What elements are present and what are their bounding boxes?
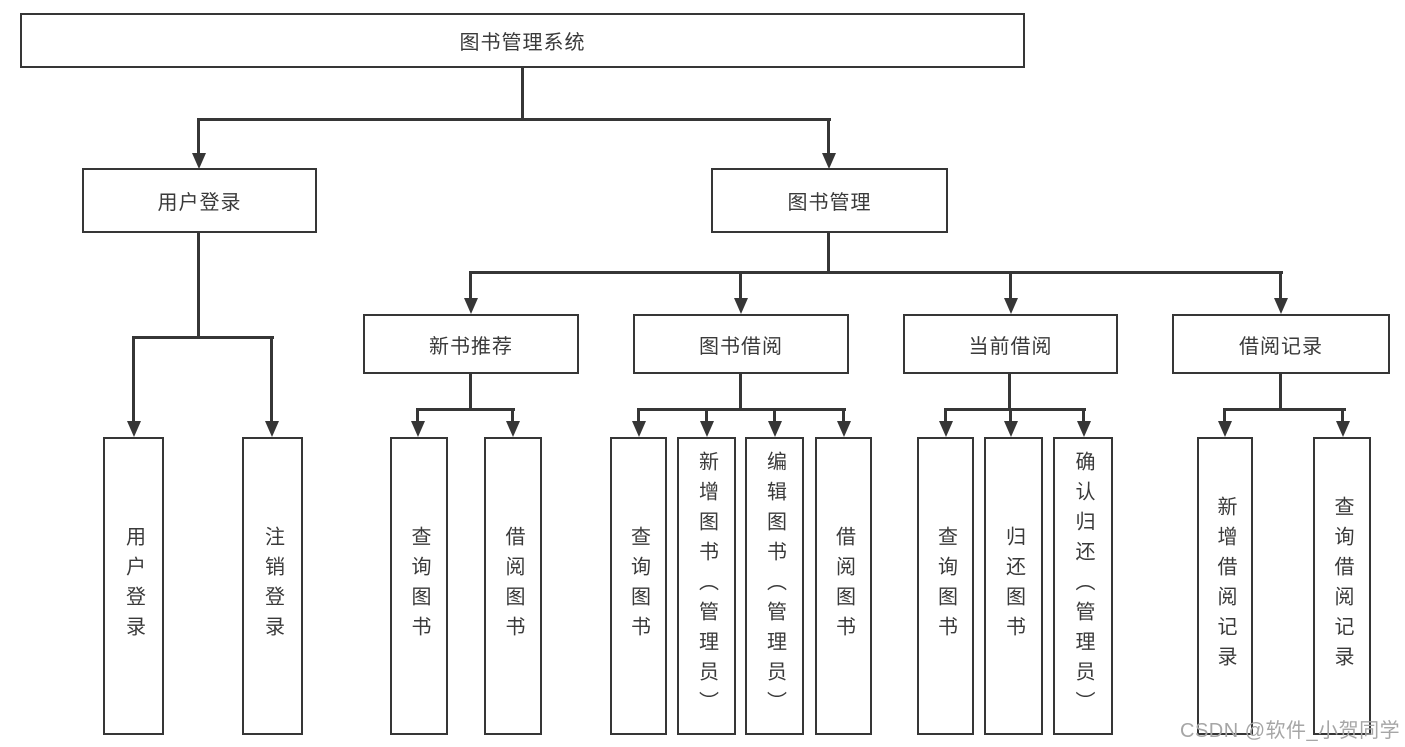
node-label: 用户登录 bbox=[157, 192, 242, 214]
connector-rail bbox=[637, 408, 846, 411]
arrowhead-down bbox=[822, 153, 836, 169]
arrowhead-down bbox=[768, 421, 782, 437]
node-user-login: 用户登录 bbox=[82, 168, 317, 233]
connector-drop bbox=[705, 408, 708, 421]
connector-stem bbox=[1279, 374, 1282, 408]
arrowhead-down bbox=[1274, 298, 1288, 314]
node-borrowing-records: 借阅记录 bbox=[1172, 314, 1390, 374]
arrowhead-down bbox=[506, 421, 520, 437]
node-label: 借阅记录 bbox=[1239, 335, 1323, 358]
node-library-management-system: 图书管理系统 bbox=[20, 13, 1025, 68]
node-current-borrowing: 当前借阅 bbox=[903, 314, 1118, 374]
connector-drop bbox=[197, 118, 200, 156]
connector-drop bbox=[842, 408, 845, 421]
connector-stem bbox=[739, 374, 742, 408]
connector-drop bbox=[1082, 408, 1085, 421]
arrowhead-down bbox=[700, 421, 714, 437]
arrowhead-down bbox=[939, 421, 953, 437]
arrowhead-down bbox=[734, 298, 748, 314]
connector-rail bbox=[1223, 408, 1346, 411]
node-book-borrowing: 图书借阅 bbox=[633, 314, 849, 374]
connector-drop bbox=[1223, 408, 1226, 421]
arrowhead-down bbox=[1004, 421, 1018, 437]
leaf-borrow-books: 借阅图书 bbox=[484, 437, 542, 735]
connector-rail bbox=[132, 336, 274, 339]
leaf-user-login: 用户登录 bbox=[103, 437, 164, 735]
connector-stem bbox=[1008, 374, 1011, 408]
arrowhead-down bbox=[464, 298, 478, 314]
connector-root-stem bbox=[521, 68, 524, 118]
arrowhead-down bbox=[265, 421, 279, 437]
connector-rail bbox=[416, 408, 515, 411]
connector-stem bbox=[469, 374, 472, 408]
arrowhead-down bbox=[1004, 298, 1018, 314]
node-label: 新书推荐 bbox=[429, 335, 513, 358]
leaf-query-books: 查询图书 bbox=[610, 437, 667, 735]
leaf-label: 确认归还（管理员） bbox=[1072, 451, 1094, 721]
leaf-label: 查询借阅记录 bbox=[1331, 496, 1353, 676]
leaf-label: 注销登录 bbox=[261, 526, 284, 646]
leaf-logout: 注销登录 bbox=[242, 437, 303, 735]
leaf-borrow-books: 借阅图书 bbox=[815, 437, 872, 735]
leaf-query-books: 查询图书 bbox=[917, 437, 974, 735]
csdn-watermark: CSDN @软件_小贺同学 bbox=[1180, 720, 1401, 742]
connector-drop bbox=[944, 408, 947, 421]
leaf-label: 归还图书 bbox=[1002, 526, 1025, 646]
connector-drop bbox=[827, 118, 830, 156]
connector-drop bbox=[270, 336, 273, 421]
arrowhead-down bbox=[411, 421, 425, 437]
leaf-return-books: 归还图书 bbox=[984, 437, 1043, 735]
leaf-label: 借阅图书 bbox=[832, 526, 855, 646]
node-label: 图书借阅 bbox=[699, 335, 783, 358]
connector-drop bbox=[1009, 271, 1012, 298]
leaf-edit-books-admin: 编辑图书（管理员） bbox=[745, 437, 804, 735]
leaf-confirm-return-admin: 确认归还（管理员） bbox=[1053, 437, 1113, 735]
node-label: 图书管理 bbox=[787, 192, 872, 214]
leaf-query-borrow-record: 查询借阅记录 bbox=[1313, 437, 1371, 735]
arrowhead-down bbox=[1336, 421, 1350, 437]
connector-drop bbox=[469, 271, 472, 298]
leaf-label: 查询图书 bbox=[627, 526, 650, 646]
leaf-add-books-admin: 新增图书（管理员） bbox=[677, 437, 736, 735]
leaf-label: 编辑图书（管理员） bbox=[763, 451, 786, 721]
leaf-label: 借阅图书 bbox=[502, 526, 524, 646]
arrowhead-down bbox=[127, 421, 141, 437]
leaf-query-books: 查询图书 bbox=[390, 437, 448, 735]
connector-drop bbox=[773, 408, 776, 421]
connector-drop bbox=[1279, 271, 1282, 298]
leaf-label: 新增借阅记录 bbox=[1214, 496, 1236, 676]
connector-stem bbox=[827, 233, 830, 271]
arrowhead-down bbox=[1077, 421, 1091, 437]
leaf-add-borrow-record: 新增借阅记录 bbox=[1197, 437, 1253, 735]
connector-rail bbox=[944, 408, 1086, 411]
connector-root-rail bbox=[197, 118, 831, 121]
connector-drop bbox=[132, 336, 135, 421]
arrowhead-down bbox=[837, 421, 851, 437]
arrowhead-down bbox=[632, 421, 646, 437]
connector-drop bbox=[416, 408, 419, 421]
node-book-management: 图书管理 bbox=[711, 168, 948, 233]
connector-drop bbox=[1341, 408, 1344, 421]
connector-drop bbox=[511, 408, 514, 421]
connector-drop bbox=[739, 271, 742, 298]
node-label: 当前借阅 bbox=[968, 335, 1053, 358]
connector-drop bbox=[637, 408, 640, 421]
connector-rail bbox=[469, 271, 1283, 274]
leaf-label: 查询图书 bbox=[408, 526, 430, 646]
connector-drop bbox=[1009, 408, 1012, 421]
leaf-label: 用户登录 bbox=[122, 526, 145, 646]
leaf-label: 查询图书 bbox=[934, 526, 957, 646]
node-label: 图书管理系统 bbox=[459, 32, 586, 54]
node-new-book-recommendation: 新书推荐 bbox=[363, 314, 579, 374]
leaf-label: 新增图书（管理员） bbox=[695, 451, 718, 721]
connector-stem bbox=[197, 233, 200, 336]
arrowhead-down bbox=[192, 153, 206, 169]
arrowhead-down bbox=[1218, 421, 1232, 437]
